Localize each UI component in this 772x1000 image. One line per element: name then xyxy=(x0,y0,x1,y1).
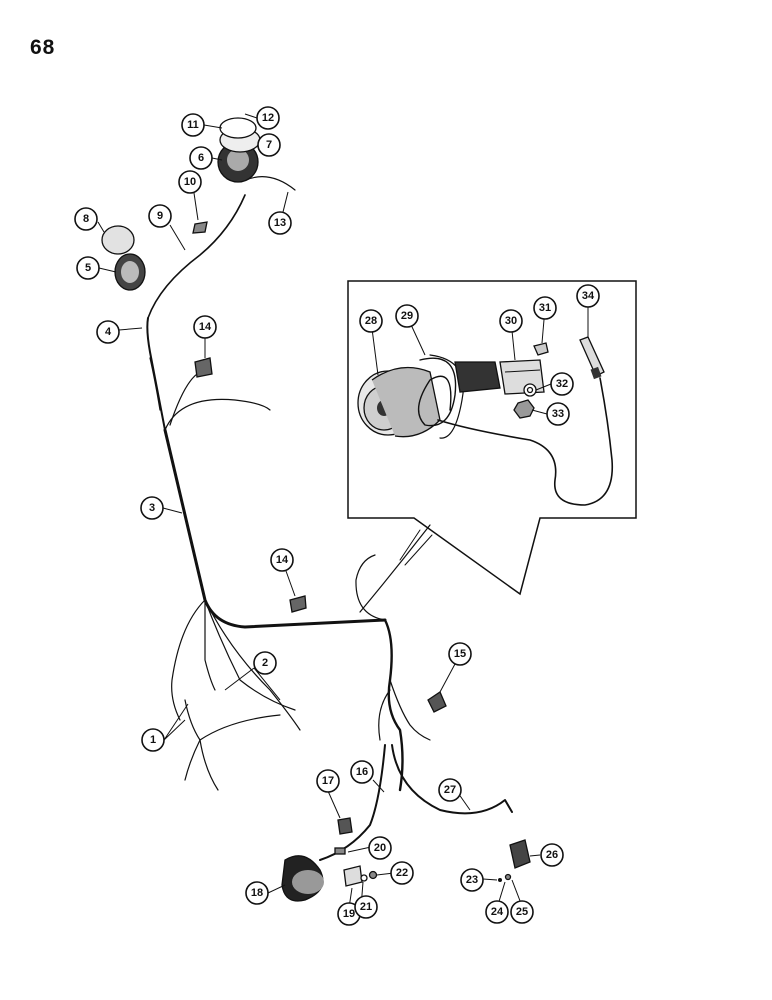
svg-text:2: 2 xyxy=(262,657,268,669)
lamp-lens-7 xyxy=(219,117,261,153)
svg-text:17: 17 xyxy=(322,775,334,787)
callout-2: 2 xyxy=(253,651,277,675)
callout-15: 15 xyxy=(448,642,472,666)
nut xyxy=(513,399,535,419)
lamp-assembly-5 xyxy=(114,253,146,291)
callout-29: 29 xyxy=(395,304,419,328)
svg-text:30: 30 xyxy=(505,315,517,327)
callout-1: 1 xyxy=(141,728,165,752)
svg-text:19: 19 xyxy=(343,908,355,920)
svg-text:34: 34 xyxy=(582,290,595,302)
callout-34: 34 xyxy=(576,284,600,308)
svg-text:27: 27 xyxy=(444,784,456,796)
svg-text:26: 26 xyxy=(546,849,558,861)
svg-text:22: 22 xyxy=(396,867,408,879)
screw-20 xyxy=(334,847,346,855)
callout-7: 7 xyxy=(257,133,281,157)
callout-10: 10 xyxy=(178,170,202,194)
light-pigtail xyxy=(245,176,296,191)
clip-17 xyxy=(337,817,353,835)
callout-23: 23 xyxy=(460,868,484,892)
mounting-plate xyxy=(499,359,545,395)
inset-alternator-detail xyxy=(347,280,637,596)
callout-20: 20 xyxy=(368,836,392,860)
page-number: 68 xyxy=(30,36,56,59)
svg-text:10: 10 xyxy=(184,176,196,188)
callout-4: 4 xyxy=(96,320,120,344)
svg-text:9: 9 xyxy=(157,210,163,222)
clip-14-upper xyxy=(194,357,213,378)
callout-16: 16 xyxy=(350,760,374,784)
callout-12: 12 xyxy=(256,106,280,130)
main-wiring-harness xyxy=(146,317,513,861)
callout-9: 9 xyxy=(148,204,172,228)
callout-13: 13 xyxy=(268,211,292,235)
svg-text:18: 18 xyxy=(251,887,263,899)
svg-text:31: 31 xyxy=(539,302,551,314)
svg-text:33: 33 xyxy=(552,408,564,420)
tail-lamp-18 xyxy=(281,855,324,902)
screw-23-24-25 xyxy=(498,873,512,882)
svg-text:12: 12 xyxy=(262,112,274,124)
callout-11: 11 xyxy=(181,113,205,137)
callout-14-lower: 14 xyxy=(270,548,294,572)
clip-15 xyxy=(427,691,447,713)
callout-22: 22 xyxy=(390,861,414,885)
socket-26 xyxy=(509,839,531,869)
lock-washer-21 xyxy=(360,874,368,882)
svg-text:1: 1 xyxy=(150,734,156,746)
callout-28: 28 xyxy=(359,309,383,333)
clip-14-lower xyxy=(289,595,307,613)
lamp-lens-8 xyxy=(101,225,135,255)
svg-text:11: 11 xyxy=(187,119,199,131)
svg-text:32: 32 xyxy=(556,378,568,390)
callout-24: 24 xyxy=(485,900,509,924)
alternator-bracket xyxy=(454,361,501,393)
svg-text:15: 15 xyxy=(454,648,466,660)
lamp-assembly-6 xyxy=(217,141,259,183)
callout-18: 18 xyxy=(245,881,269,905)
svg-text:7: 7 xyxy=(266,139,272,151)
lock-washer xyxy=(523,383,537,397)
bolt xyxy=(533,342,549,356)
svg-text:16: 16 xyxy=(356,766,368,778)
callout-21: 21 xyxy=(354,895,378,919)
clip-10 xyxy=(192,221,208,234)
svg-text:13: 13 xyxy=(274,217,286,229)
svg-text:8: 8 xyxy=(83,213,89,225)
alternator-wiring-coil xyxy=(417,354,464,439)
nut-22 xyxy=(368,870,378,880)
callout-3: 3 xyxy=(140,496,164,520)
bracket-19 xyxy=(343,865,363,887)
callout-25: 25 xyxy=(510,900,534,924)
callout-6: 6 xyxy=(189,146,213,170)
callout-31: 31 xyxy=(533,296,557,320)
callout-17: 17 xyxy=(316,769,340,793)
svg-text:14: 14 xyxy=(276,554,289,566)
callout-27: 27 xyxy=(438,778,462,802)
svg-text:6: 6 xyxy=(198,152,204,164)
svg-text:4: 4 xyxy=(105,326,112,338)
svg-text:5: 5 xyxy=(85,262,91,274)
svg-text:23: 23 xyxy=(466,874,478,886)
callout-14-upper: 14 xyxy=(193,315,217,339)
callout-8: 8 xyxy=(74,207,98,231)
callout-30: 30 xyxy=(499,309,523,333)
callout-26: 26 xyxy=(540,843,564,867)
svg-text:14: 14 xyxy=(199,321,212,333)
callout-33: 33 xyxy=(546,402,570,426)
callout-32: 32 xyxy=(550,372,574,396)
svg-text:29: 29 xyxy=(401,310,413,322)
connector-plug xyxy=(579,336,605,380)
light-wire xyxy=(147,194,246,319)
svg-text:3: 3 xyxy=(149,502,155,514)
alternator xyxy=(357,366,441,438)
svg-text:28: 28 xyxy=(365,315,377,327)
callout-5: 5 xyxy=(76,256,100,280)
svg-text:20: 20 xyxy=(374,842,386,854)
svg-text:24: 24 xyxy=(491,906,504,918)
svg-text:25: 25 xyxy=(516,906,528,918)
svg-text:21: 21 xyxy=(360,901,372,913)
